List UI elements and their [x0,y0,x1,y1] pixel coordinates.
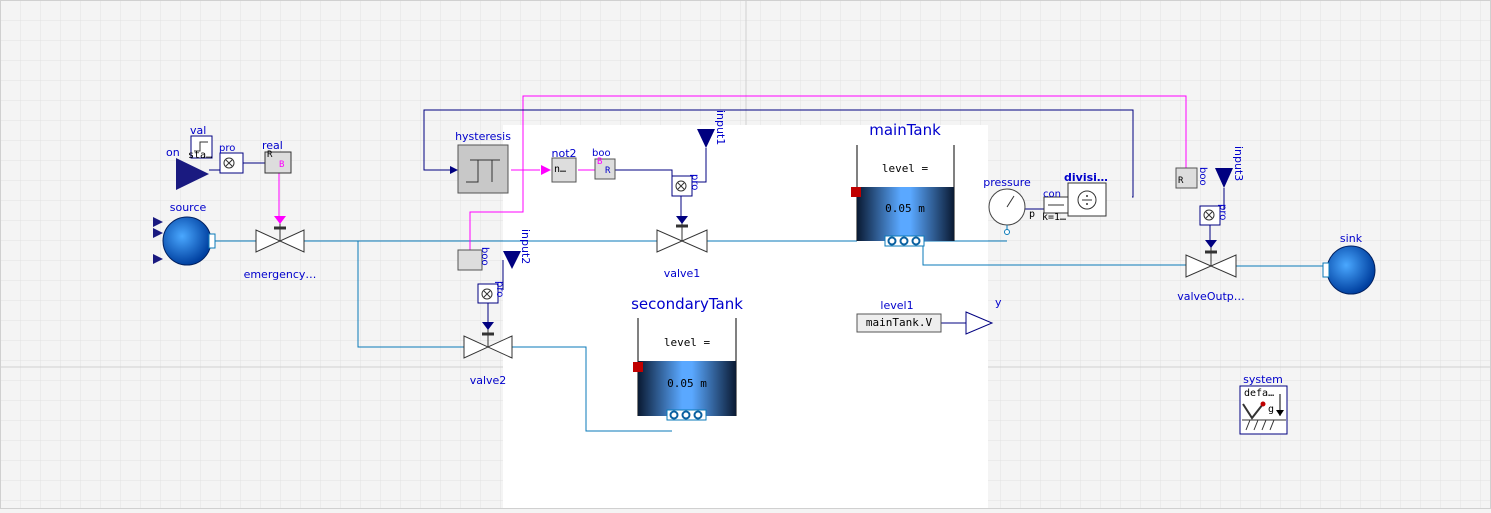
system-block-shape [1239,385,1288,435]
real-connections [209,109,1225,324]
system-g-label: g [1268,404,1275,415]
boo-r-label-3: R [1178,176,1184,186]
level1-block [856,313,942,333]
level1-expression: mainTank.V [865,316,933,329]
y-label: y [995,296,1002,309]
pressure-label: pressure [983,176,1031,189]
emergency-valve-shape [255,216,305,253]
real-b-label: B [279,160,285,170]
main-tank-title: mainTank [869,121,941,139]
boolean-connections [278,95,1187,252]
main-tank-level-label: level = [881,162,929,175]
on-source-triangle [176,158,209,190]
val-sub-label: sta… [188,150,213,161]
input3-label: input3 [1232,146,1245,182]
pro-label-1: pro [219,143,236,154]
system-sub-label: defa… [1244,388,1275,399]
not2-label: not2 [551,147,577,160]
sink-ball [1326,245,1376,295]
fluid-connections [213,240,1328,432]
con-label: con [1043,189,1061,200]
emergency-valve-label: emergency… [243,268,317,281]
source-ball [162,216,212,266]
main-tank-value: 0.05 m [885,202,925,215]
not2-block [551,157,577,183]
input2-triangle [503,251,521,269]
on-label: on [166,146,180,159]
valve2-label: valve2 [469,374,507,387]
boo-label-3: boo [1197,167,1208,186]
source-label: source [169,201,207,214]
secondary-tank-title: secondaryTank [631,295,743,313]
system-label: system [1243,373,1283,386]
pro-label-3: pro [494,281,505,298]
division-block [1067,182,1107,217]
real-to-boolean-block [264,151,292,174]
division-label: divisi… [1064,171,1108,184]
sink-label: sink [1339,232,1363,245]
pressure-gauge-shape [988,188,1026,235]
val-label: val [190,124,207,137]
hysteresis-label: hysteresis [455,130,511,143]
real-label: real [262,139,283,152]
input1-label: input1 [714,110,727,146]
hysteresis-block [457,144,509,194]
con-sub-label: k=1… [1042,212,1067,223]
secondary-tank-shape [633,318,737,421]
boo-block-2 [457,249,483,271]
input3-triangle [1215,168,1233,188]
boo-label-2: boo [479,247,490,266]
input2-label: input2 [519,229,532,265]
pressure-p-label: p [1029,209,1036,220]
input1-triangle [697,129,715,148]
boo-r-label-1: R [605,166,611,176]
pro-label-4: pro [1217,204,1228,221]
valve1-label: valve1 [663,267,701,280]
not2-sub-label: n… [554,164,567,175]
real-r-label: R [267,150,273,160]
valve-output-shape [1185,240,1237,278]
valve-output-label: valveOutp… [1177,290,1245,303]
y-output-triangle [965,311,994,335]
level1-label: level1 [880,299,914,312]
boo-block-3 [1175,167,1198,189]
boo-label-1: boo [592,148,611,159]
boo-b-label-1: B [597,157,603,167]
valve2-shape [463,322,513,359]
main-tank-shape [851,145,955,247]
boo-block-1 [594,158,616,180]
pro-label-2: pro [689,174,700,191]
secondary-tank-value: 0.05 m [667,377,707,390]
valve1-shape [656,216,708,253]
secondary-tank-level-label: level = [663,336,711,349]
